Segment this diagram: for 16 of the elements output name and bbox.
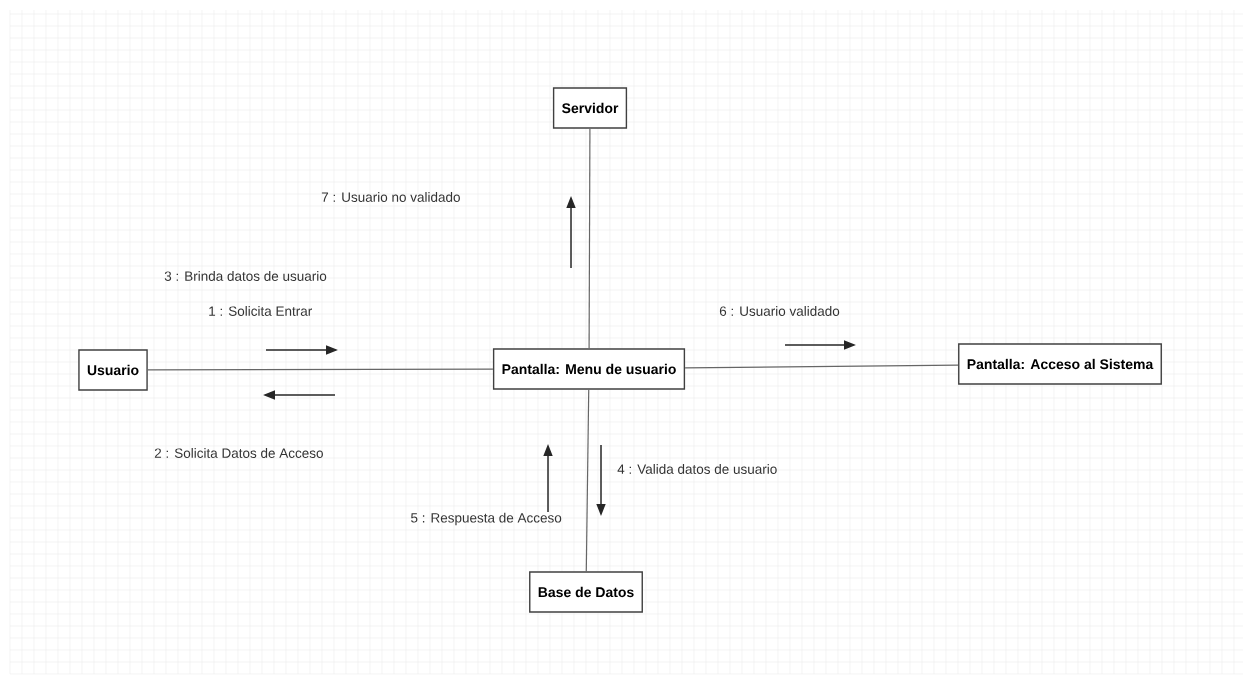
object-box: Pantalla: Menu de usuario [492, 348, 686, 390]
message-label: 4 : Valida datos de usuario [617, 464, 777, 474]
message-label: 7 : Usuario no validado [321, 192, 460, 202]
object-box: Pantalla: Acceso al Sistema [958, 343, 1162, 385]
message-label: 3 : Brinda datos de usuario [164, 271, 327, 281]
object-box: Usuario [78, 349, 148, 391]
link-line [588, 128, 591, 349]
message-label: 6 : Usuario validado [719, 306, 840, 316]
message-label: 2 : Solicita Datos de Acceso [154, 448, 323, 458]
link-line [585, 389, 590, 572]
message-label: 5 : Respuesta de Acceso [411, 512, 562, 526]
link-line [147, 368, 494, 371]
object-box: Servidor [552, 87, 628, 129]
message-label: 1 : Solicita Entrar [209, 306, 312, 316]
link-line [684, 364, 959, 369]
object-box: Base de Datos [529, 571, 643, 613]
